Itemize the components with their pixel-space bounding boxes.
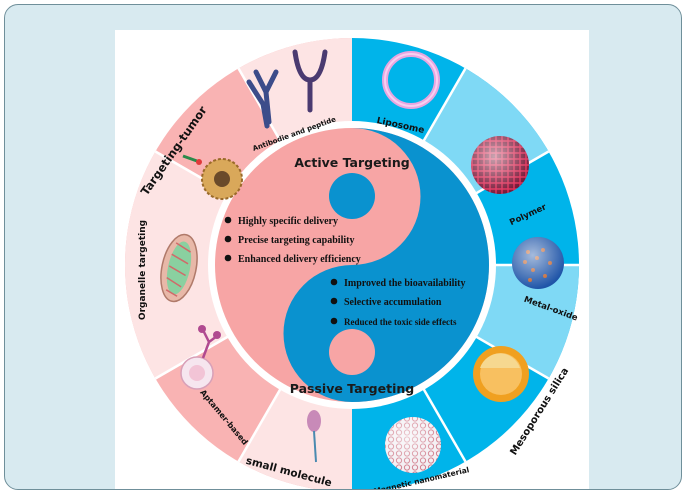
passive-title: Passive Targeting	[290, 381, 414, 396]
active-point-1: Highly specific delivery	[238, 216, 338, 227]
targeting-diagram: Active Targeting Passive Targeting Highl…	[115, 30, 589, 490]
active-title: Active Targeting	[294, 155, 409, 170]
active-point-3: Enhanced delivery efficiency	[238, 254, 361, 265]
polymer-icon	[471, 136, 529, 194]
figure-panel: Active Targeting Passive Targeting Highl…	[115, 30, 589, 490]
metal-oxide-icon	[512, 237, 564, 289]
figure-card: Active Targeting Passive Targeting Highl…	[4, 4, 682, 490]
active-point-2: Precise targeting capability	[238, 235, 354, 246]
bullet-dot	[225, 255, 232, 262]
passive-point-3: Reduced the toxic side effects	[344, 317, 457, 327]
label-organelle: Organelle targeting	[138, 220, 148, 320]
passive-point-1: Improved the bioavailability	[344, 278, 466, 289]
passive-dot	[329, 329, 375, 375]
bullet-dot	[331, 318, 338, 325]
magnetic-nanomaterial-icon	[385, 417, 441, 473]
bullet-dot	[331, 298, 338, 305]
bullet-dot	[331, 279, 338, 286]
passive-point-2: Selective accumulation	[344, 297, 442, 308]
bullet-dot	[225, 217, 232, 224]
active-dot	[329, 173, 375, 219]
mesoporous-silica-icon	[473, 346, 529, 402]
bullet-dot	[225, 236, 232, 243]
